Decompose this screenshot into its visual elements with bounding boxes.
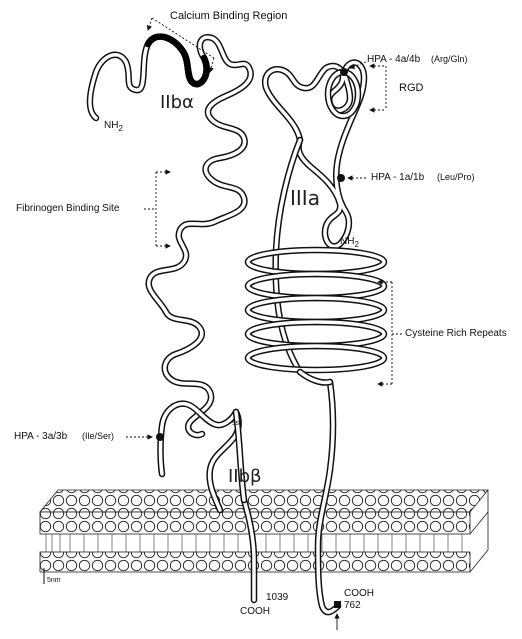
bilayer-front-face [40, 512, 470, 534]
ile-ser-label: (Ile/Ser) [82, 431, 114, 441]
hpa-4a4b-label: HPA - 4a/4b [367, 54, 420, 65]
bilayer-top-leaflet [40, 490, 488, 512]
rgd-label: RGD [399, 82, 423, 94]
arg-gln-label: (Arg/Gln) [431, 54, 468, 64]
cysteine-rich-label: Cysteine Rich Repeats [405, 328, 507, 339]
svg-text:5nm: 5nm [47, 577, 61, 584]
disulfide-label: ss [232, 420, 239, 427]
cysteine-rich-coil [248, 250, 384, 370]
hpa-1-marker [337, 174, 345, 182]
nh2-iiia-label: NH2 [340, 236, 359, 249]
residue-762-label: 762 [344, 600, 361, 611]
nh2-alpha-label: NH2 [104, 120, 123, 133]
lipid-bilayer: 5nm [40, 490, 488, 584]
cooh-iiia-label: COOH [344, 588, 374, 599]
iib-beta-label: IIbβ [228, 466, 262, 487]
fibrinogen-binding-label: Fibrinogen Binding Site [16, 203, 119, 214]
calcium-binding-label: Calcium Binding Region [170, 10, 287, 22]
hpa-4-marker [340, 68, 348, 76]
residue-1039-label: 1039 [266, 592, 288, 603]
iiia-label: IIIa [290, 186, 320, 210]
hpa-3-marker [156, 433, 164, 441]
hpa-1a1b-label: HPA - 1a/1b [371, 172, 424, 183]
hpa-3a3b-label: HPA - 3a/3b [14, 431, 67, 442]
iiia-cooh-marker [334, 601, 341, 608]
leu-pro-label: (Leu/Pro) [437, 172, 475, 182]
iib-alpha-label: IIbα [160, 92, 194, 113]
cooh-alpha-label: COOH [240, 606, 270, 617]
